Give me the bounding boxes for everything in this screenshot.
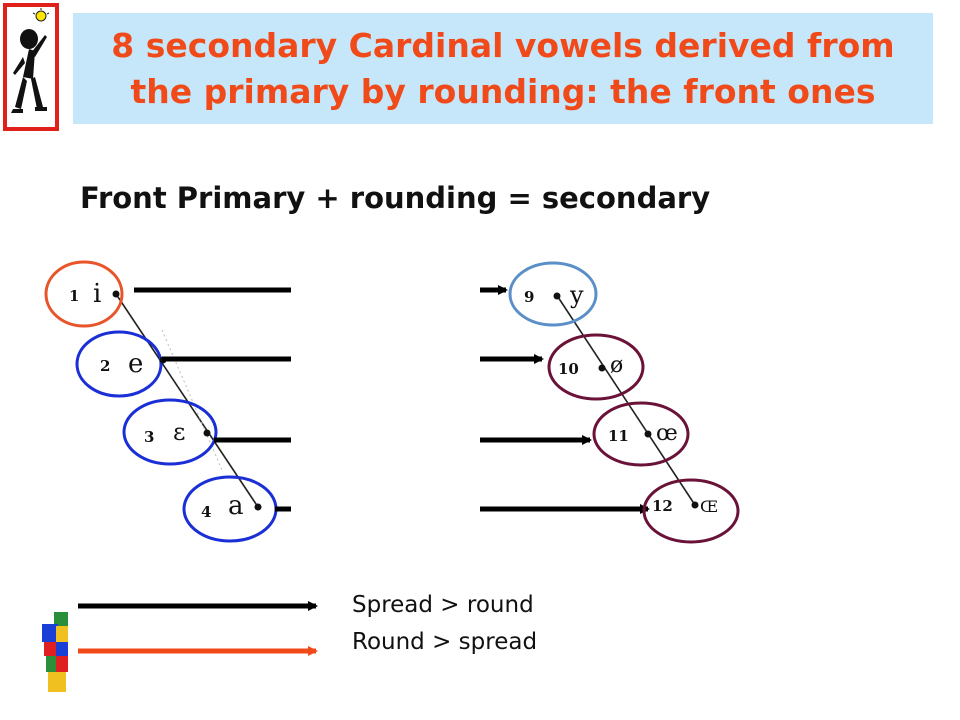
vowel-9-symbol: y — [569, 281, 584, 309]
thinking-figure-logo-icon — [3, 3, 59, 131]
vowel-10-symbol: ø — [610, 353, 623, 378]
legend — [78, 601, 318, 656]
vowel-3-point — [203, 429, 211, 437]
vowel-2-symbol: e — [128, 349, 143, 379]
title-banner: 8 secondary Cardinal vowels derived from… — [73, 13, 933, 124]
vowel-2-number: 2 — [100, 357, 110, 375]
legend-label-spread-round: Spread > round — [352, 592, 534, 618]
vowel-12-point — [691, 501, 699, 509]
vowel-11-symbol: œ — [656, 421, 678, 446]
vowel-4-number: 4 — [201, 503, 211, 521]
vowel-9-number: 9 — [524, 288, 534, 306]
vowel-3-symbol: ε — [173, 418, 185, 446]
vowel-12-circle — [642, 478, 740, 544]
vowel-1-symbol: i — [93, 279, 101, 309]
vowel-12-number: 12 — [652, 497, 673, 515]
vowel-1-number: 1 — [69, 287, 79, 305]
vowel-2-circle — [75, 330, 163, 398]
vowel-3-number: 3 — [144, 428, 154, 446]
vowel-10-number: 10 — [558, 360, 579, 378]
slide-subtitle: Front Primary + rounding = secondary — [80, 181, 711, 215]
vowel-12-symbol: Œ — [700, 497, 718, 516]
primary-front-edge-line — [115, 293, 259, 508]
vowel-11-circle — [592, 401, 690, 467]
vowel-1-point — [112, 290, 120, 298]
vowel-11-point — [644, 430, 652, 438]
rounding-connectors — [134, 285, 650, 514]
vowel-9-circle — [508, 261, 598, 327]
vowel-10-circle — [547, 333, 645, 401]
slide-title-line-2: the primary by rounding: the front ones — [130, 71, 876, 111]
secondary-front-edge-line — [555, 293, 696, 506]
vowel-11-number: 11 — [608, 427, 629, 445]
primary-vowel-chart: 1 i 2 e 3 ε 4 a — [44, 260, 278, 543]
vowel-9-point — [553, 292, 561, 300]
vowel-10-point — [598, 364, 606, 372]
vowel-4-point — [254, 503, 262, 511]
slide-title-line-1: 8 secondary Cardinal vowels derived from — [111, 25, 895, 65]
vowel-3-circle — [122, 398, 218, 466]
vowel-4-symbol: a — [228, 491, 244, 521]
vowel-1-circle — [44, 260, 124, 328]
legend-label-round-spread: Round > spread — [352, 629, 538, 655]
secondary-vowel-chart: 9 y 10 ø 11 œ 12 Œ — [508, 261, 740, 544]
colorful-figure-icon — [40, 612, 70, 692]
